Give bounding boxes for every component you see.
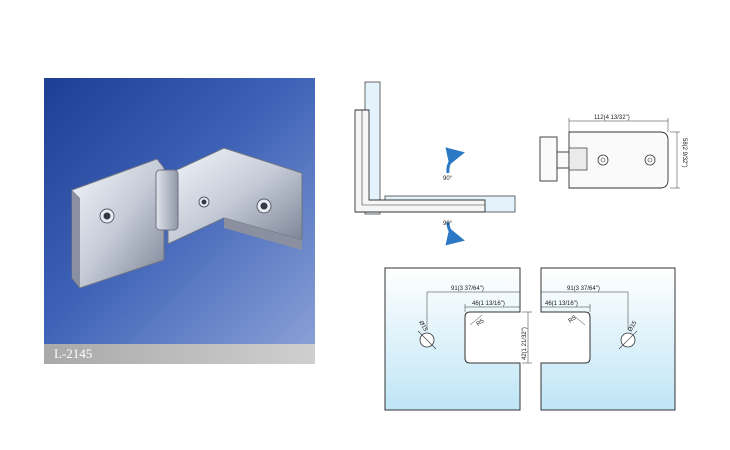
top-view-screw-hole-icon <box>644 154 656 166</box>
left-radius-label: R5 <box>476 318 486 328</box>
top-view: 112(4 13/32") 58(2 9/32") <box>539 115 687 189</box>
angle-label-top: 90° <box>443 176 453 182</box>
left-glass-panel <box>384 267 521 411</box>
hinge-body-outline <box>354 109 486 213</box>
right-glass-cutout: Ø15 91(3 37/64") 46(1 13/16") R5 <box>540 267 676 411</box>
top-view-screw-hole-icon <box>597 154 609 166</box>
right-radius-label: R5 <box>568 315 578 325</box>
right-glass-panel <box>540 267 676 411</box>
left-outer-dimension-label: 91(3 37/64") <box>451 286 484 292</box>
left-hole-label: Ø15 <box>417 320 428 333</box>
top-view-left-plate <box>539 136 558 182</box>
hinge-illustration <box>71 147 303 289</box>
left-glass-cutout: Ø15 91(3 37/64") 46(1 13/16") R5 42(1 21… <box>384 267 532 411</box>
product-photo: L-2145 <box>44 78 315 364</box>
right-hole-label: Ø15 <box>628 320 639 333</box>
product-code-label: L-2145 <box>44 344 315 364</box>
top-view-length-label: 112(4 13/32") <box>594 115 630 121</box>
right-inner-dimension-label: 46(1 13/16") <box>545 301 578 307</box>
cutout-height-label: 42(1 21/32") <box>522 327 528 360</box>
angle-label-bottom: 90° <box>443 221 453 227</box>
rotate-up-arrow-icon <box>445 147 465 174</box>
rotate-down-arrow-icon <box>445 221 465 246</box>
top-view-right-plate <box>568 131 669 189</box>
left-inner-dimension-label: 46(1 13/16") <box>472 301 505 307</box>
top-view-width-label: 58(2 9/32") <box>681 138 687 167</box>
right-outer-dimension-label: 91(3 37/64") <box>567 286 600 292</box>
side-view: 90° 90° <box>354 81 516 246</box>
